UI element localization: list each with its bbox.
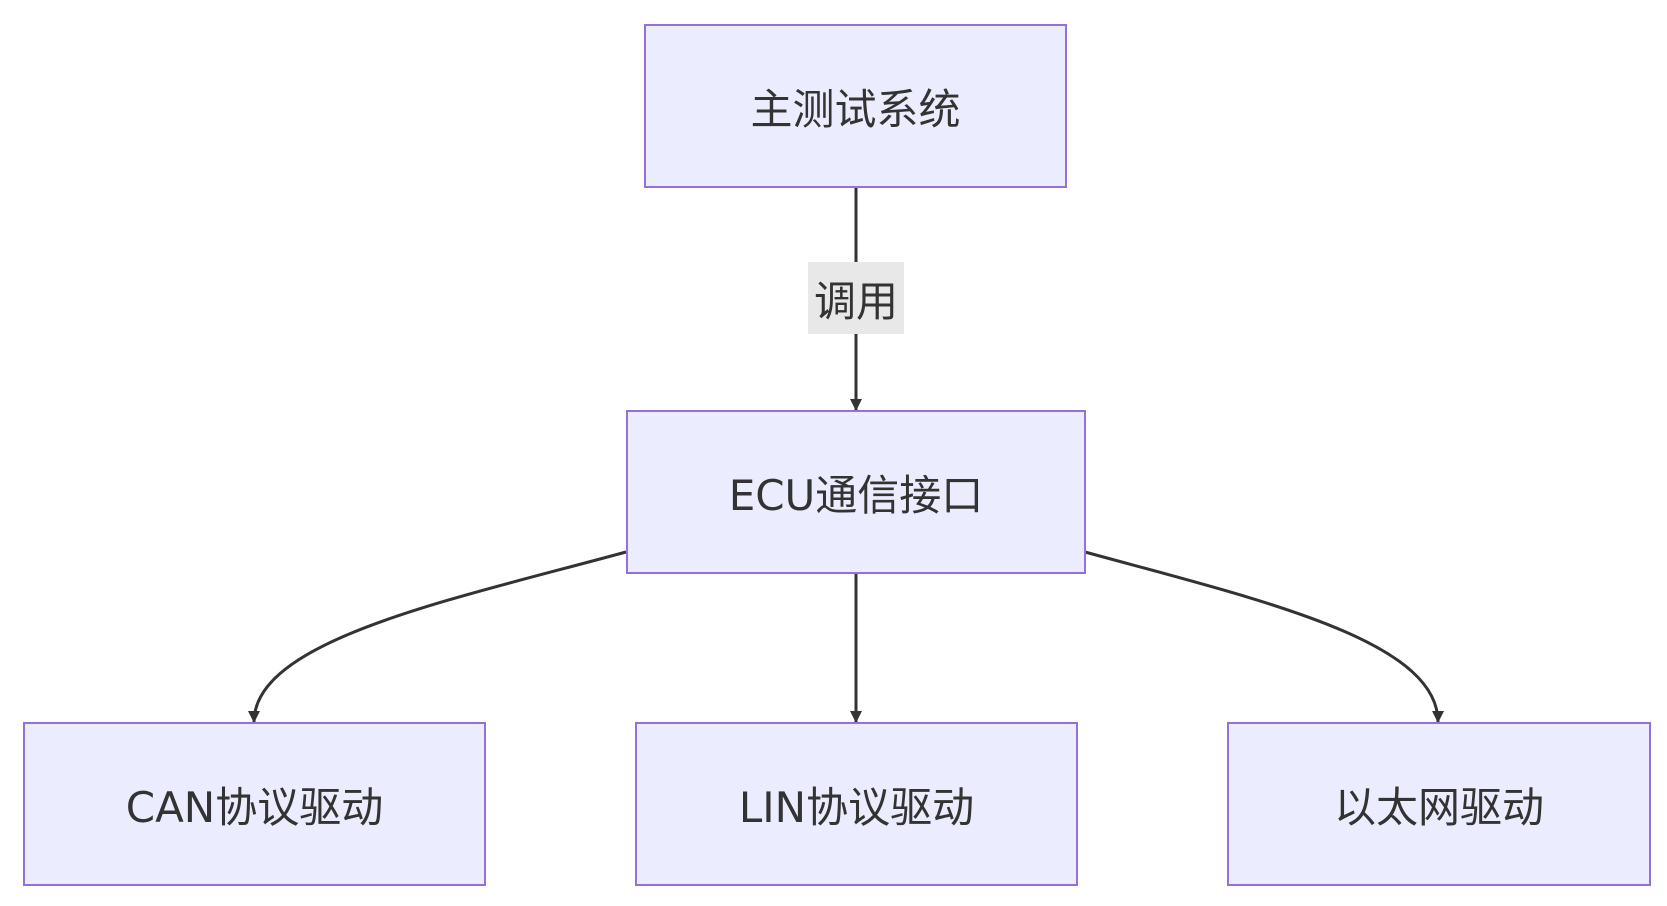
edge-ecu-to-eth bbox=[1084, 550, 1444, 723]
node-ethernet-driver: 以太网驱动 bbox=[1227, 722, 1651, 886]
node-can-driver: CAN协议驱动 bbox=[23, 722, 486, 886]
node-main-test-system: 主测试系统 bbox=[644, 24, 1067, 188]
node-ecu-interface: ECU通信接口 bbox=[626, 410, 1086, 574]
edge-ecu-to-can bbox=[248, 550, 627, 723]
node-lin-driver: LIN协议驱动 bbox=[635, 722, 1078, 886]
edge-label-call: 调用 bbox=[808, 262, 904, 334]
